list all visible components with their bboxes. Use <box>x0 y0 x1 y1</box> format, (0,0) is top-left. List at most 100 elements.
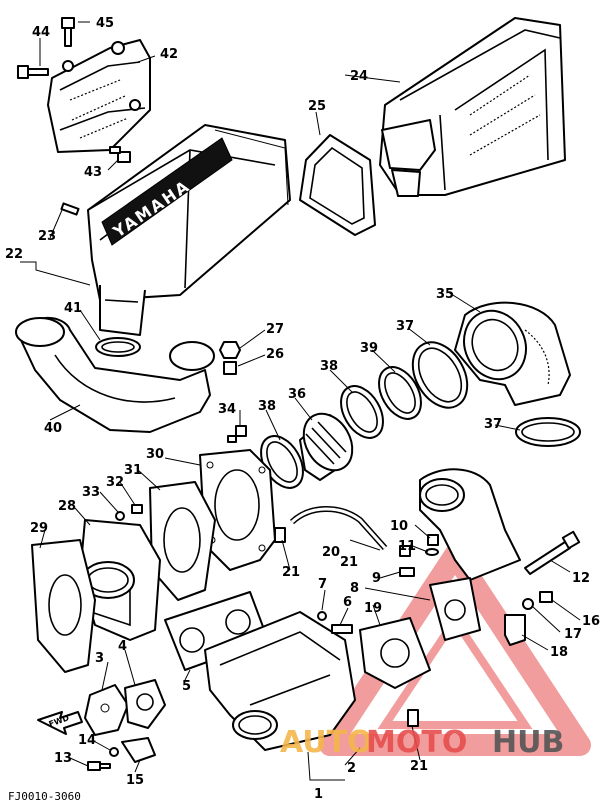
fitting-15 <box>121 737 156 763</box>
label-11: 11 <box>398 539 416 554</box>
label-13: 13 <box>54 751 72 766</box>
gasket-4 <box>124 679 166 729</box>
air-box-22: YAMAHA <box>87 124 291 336</box>
nut-27 <box>219 341 241 359</box>
label-6: 6 <box>343 595 352 610</box>
bolt-12 <box>524 530 581 575</box>
elbow-35 <box>454 301 571 406</box>
label-36: 36 <box>288 387 306 402</box>
clamp-41 <box>95 337 141 357</box>
label-19: 19 <box>364 601 382 616</box>
bolt-16 <box>539 591 553 603</box>
bracket-42 <box>47 39 151 153</box>
washer-33 <box>115 511 125 521</box>
washer-7 <box>317 611 327 621</box>
label-27: 27 <box>266 322 284 337</box>
bolt-6 <box>331 624 353 634</box>
label-16: 16 <box>582 614 600 629</box>
label-38b: 38 <box>258 399 276 414</box>
label-33: 33 <box>82 485 100 500</box>
watermark-moto: MOTO <box>366 725 467 760</box>
duct-40 <box>15 316 215 433</box>
label-45: 45 <box>96 16 114 31</box>
gasket-31 <box>149 481 216 601</box>
gasket-25 <box>299 134 376 236</box>
bolt-32 <box>131 504 143 514</box>
label-4: 4 <box>118 639 127 654</box>
label-18: 18 <box>550 645 568 660</box>
clamp-37-lower <box>515 417 581 447</box>
watermark-text: AUTO MOTO HUB <box>280 725 564 760</box>
part-labels: 1 2 3 4 5 6 7 8 9 10 11 12 13 14 15 16 1… <box>5 16 600 802</box>
hose-36 <box>299 412 354 481</box>
label-5: 5 <box>182 679 191 694</box>
pin-23 <box>60 202 80 216</box>
label-35: 35 <box>436 287 454 302</box>
label-44: 44 <box>32 25 50 40</box>
fitting-9 <box>399 567 415 577</box>
label-25: 25 <box>308 99 326 114</box>
nut-26 <box>223 361 237 375</box>
label-21b: 21 <box>340 555 358 570</box>
label-12: 12 <box>572 571 590 586</box>
bolt-45 <box>61 17 75 47</box>
cover-3 <box>84 684 129 736</box>
fitting-21b <box>407 709 419 727</box>
label-32: 32 <box>106 475 124 490</box>
label-26: 26 <box>266 347 284 362</box>
label-21c: 21 <box>410 759 428 774</box>
label-20: 20 <box>322 545 340 560</box>
elbow-main <box>419 468 521 581</box>
label-10: 10 <box>390 519 408 534</box>
label-22: 22 <box>5 247 23 262</box>
clamp-18 <box>504 614 526 646</box>
label-40: 40 <box>44 421 62 436</box>
label-17: 17 <box>564 627 582 642</box>
label-1: 1 <box>314 787 323 802</box>
label-28: 28 <box>58 499 76 514</box>
clamp-37-upper <box>411 341 469 409</box>
muffler-28 <box>79 519 161 641</box>
label-39: 39 <box>360 341 378 356</box>
ring-39 <box>378 366 422 420</box>
label-31: 31 <box>124 463 142 478</box>
label-3: 3 <box>95 651 104 666</box>
bolt-43 <box>109 146 131 163</box>
watermark-auto: AUTO <box>280 725 373 760</box>
fwd-arrow: FWD <box>37 711 83 735</box>
label-9: 9 <box>372 571 381 586</box>
watermark-hub: HUB <box>492 725 564 760</box>
leader-lines <box>20 21 581 781</box>
fitting-21a <box>274 527 286 543</box>
label-41: 41 <box>64 301 82 316</box>
label-8: 8 <box>350 581 359 596</box>
bolt-44 <box>17 65 49 79</box>
label-42: 42 <box>160 47 178 62</box>
label-38a: 38 <box>320 359 338 374</box>
manifold-1 <box>204 611 356 751</box>
label-30: 30 <box>146 447 164 462</box>
label-29: 29 <box>30 521 48 536</box>
label-43: 43 <box>84 165 102 180</box>
washer-14 <box>109 747 119 757</box>
clamp-38-upper <box>340 385 384 439</box>
fitting-21c <box>399 545 411 557</box>
gasket-8 <box>429 577 481 641</box>
gasket-19 <box>359 617 431 689</box>
tube-20 <box>289 506 388 550</box>
label-23: 23 <box>38 229 56 244</box>
bolt-34 <box>227 425 247 443</box>
label-37b: 37 <box>484 417 502 432</box>
bolt-13 <box>87 761 111 771</box>
label-14: 14 <box>78 733 96 748</box>
label-37a: 37 <box>396 319 414 334</box>
label-7: 7 <box>318 577 327 592</box>
label-21a: 21 <box>282 565 300 580</box>
fitting-10 <box>427 534 439 546</box>
silencer-24 <box>379 17 566 197</box>
washer-11 <box>425 548 439 556</box>
label-2: 2 <box>347 761 356 776</box>
diagram-code: FJ0010-3060 <box>8 790 81 803</box>
label-24: 24 <box>350 69 368 84</box>
